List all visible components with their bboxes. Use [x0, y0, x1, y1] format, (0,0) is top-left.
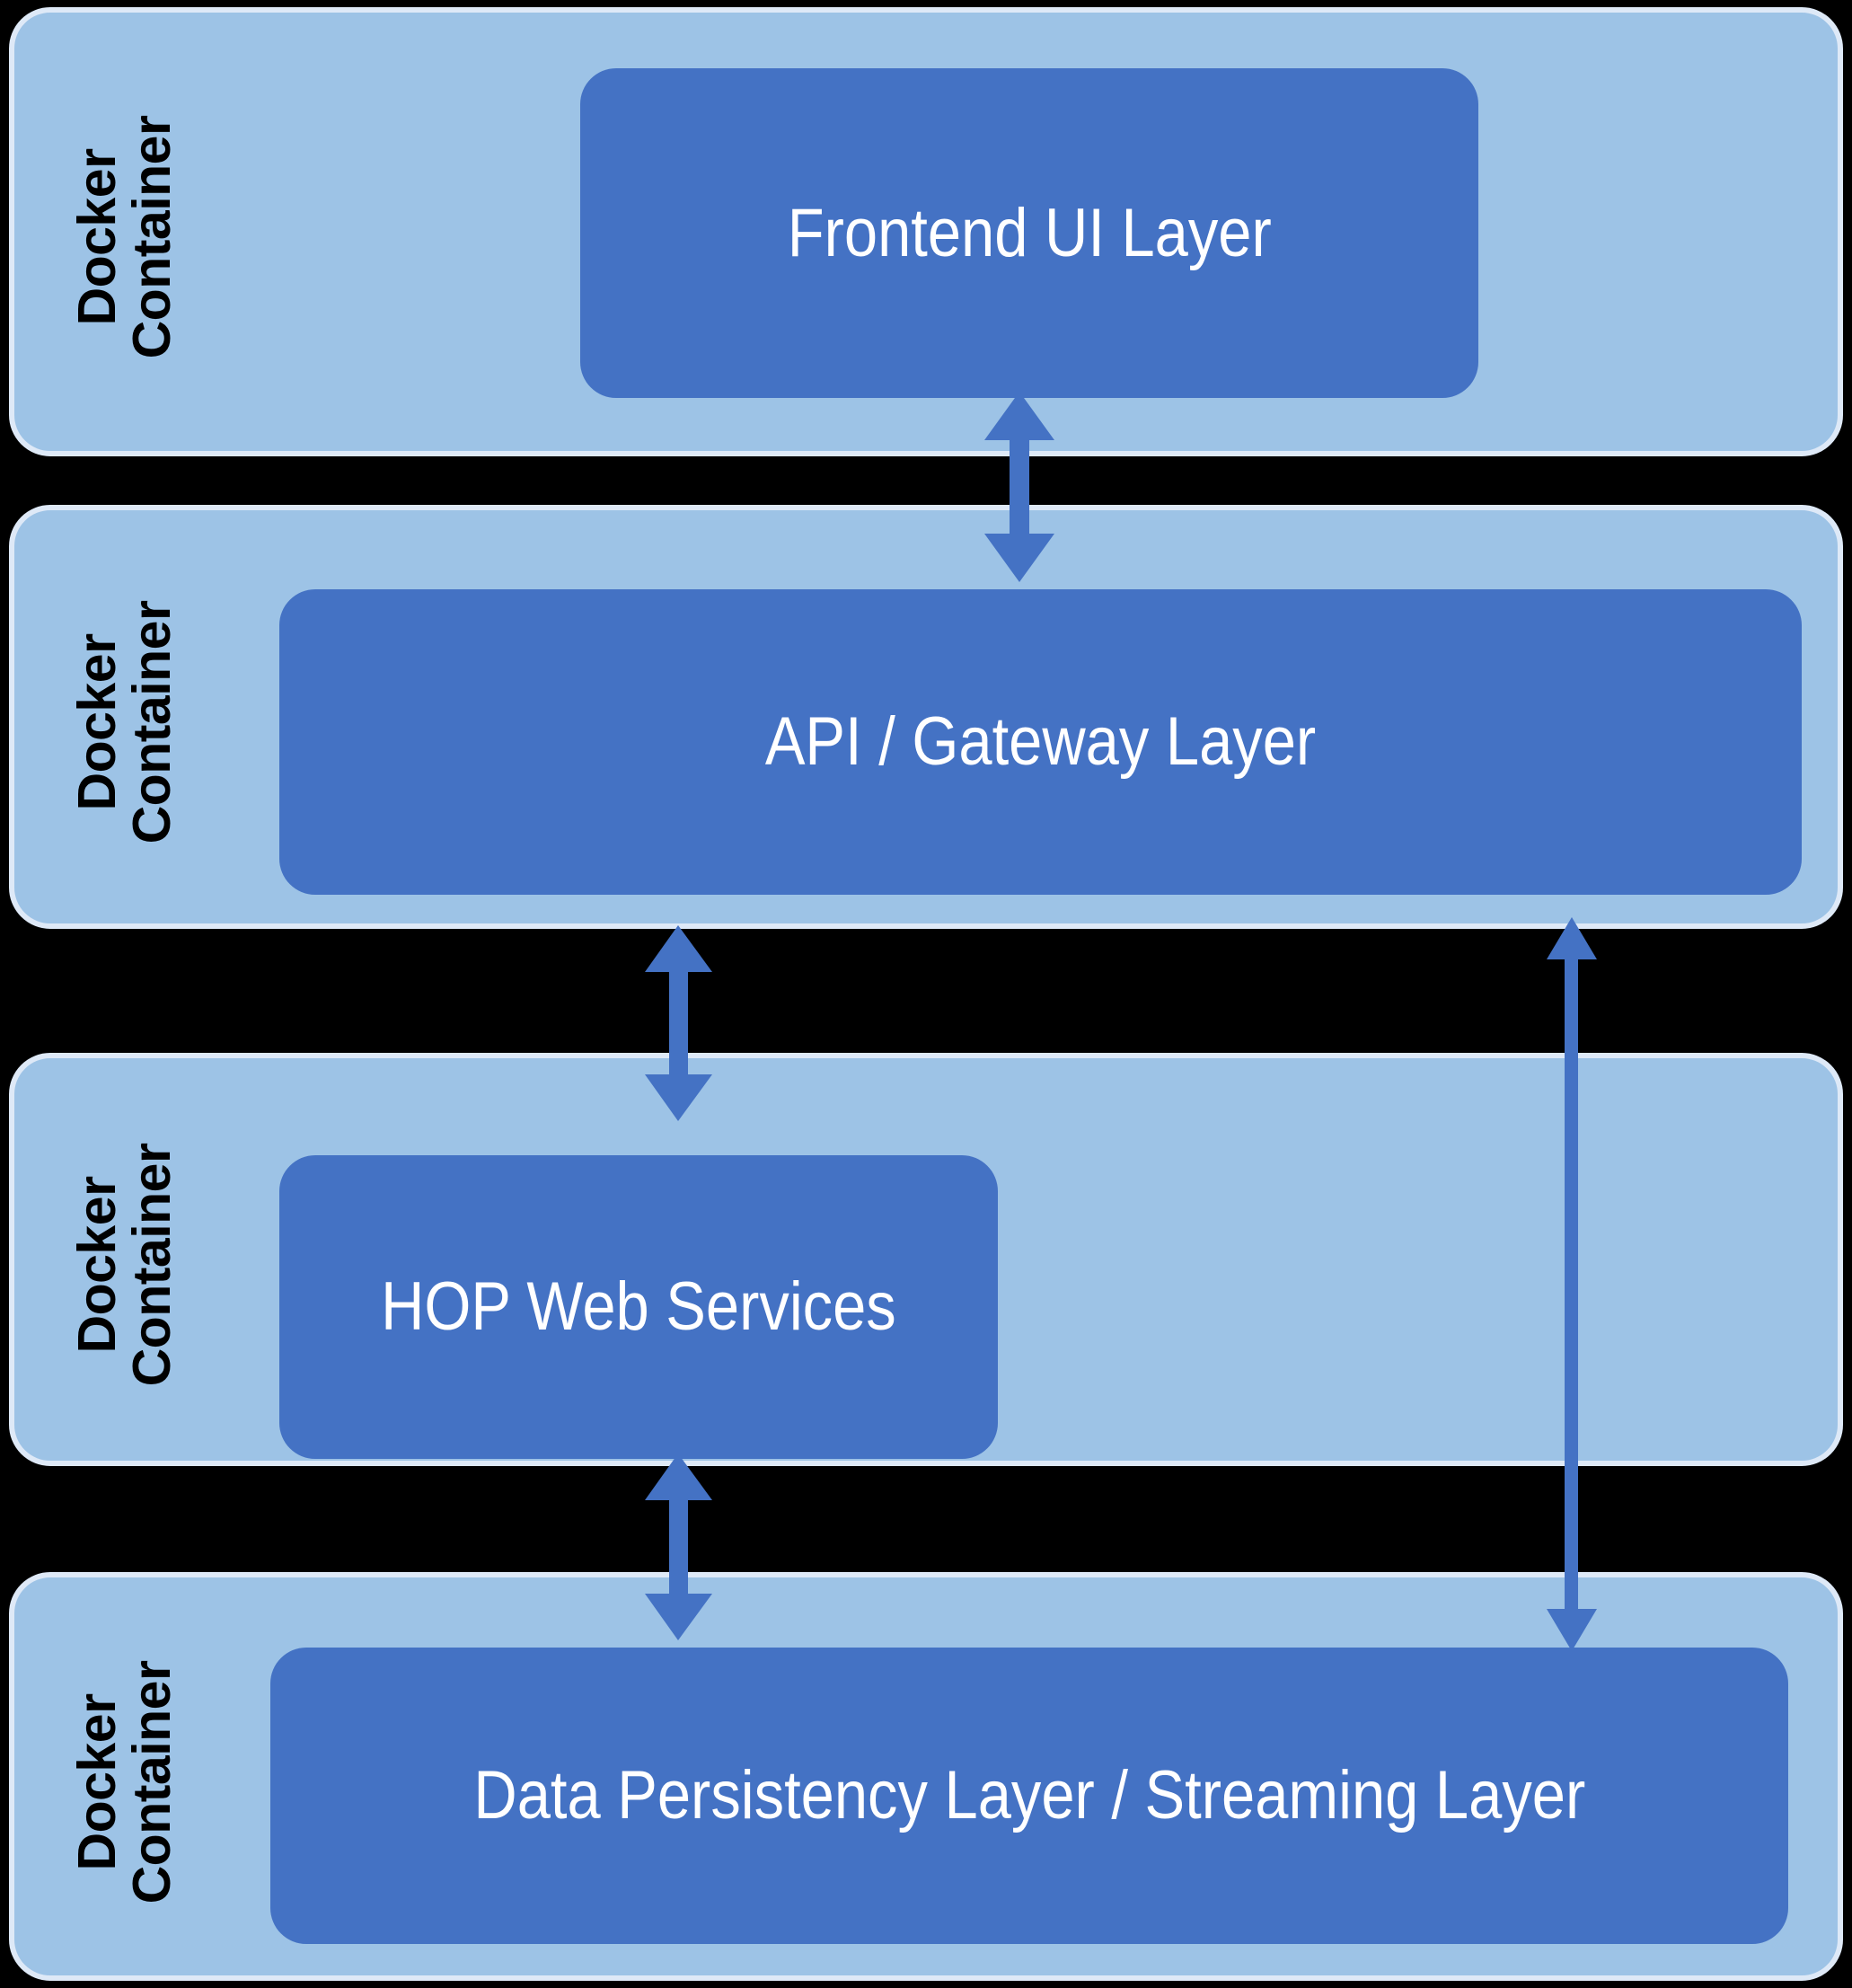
api-gateway-layer-label: API / Gateway Layer [764, 703, 1317, 781]
docker-label-line1: Docker [67, 633, 128, 811]
data-persistency-streaming-layer-box[interactable]: Data Persistency Layer / Streaming Layer [270, 1648, 1788, 1944]
docker-container-2[interactable]: Docker Container API / Gateway Layer [9, 505, 1843, 929]
docker-label-line1: Docker [67, 1692, 128, 1871]
docker-label-line2: Container [122, 115, 181, 359]
docker-container-label-2: Docker Container [57, 510, 192, 934]
docker-container-label-1: Docker Container [57, 13, 192, 462]
docker-label-line1: Docker [67, 148, 128, 326]
docker-container-3[interactable]: Docker Container HOP Web Services [9, 1053, 1843, 1466]
frontend-ui-layer-label: Frontend UI Layer [787, 194, 1272, 271]
docker-label-line1: Docker [67, 1176, 128, 1354]
data-persistency-streaming-layer-label: Data Persistency Layer / Streaming Layer [473, 1757, 1585, 1834]
hop-web-services-box[interactable]: HOP Web Services [279, 1155, 998, 1459]
api-gateway-layer-box[interactable]: API / Gateway Layer [279, 589, 1802, 895]
docker-label-line2: Container [122, 1660, 181, 1904]
docker-container-4[interactable]: Docker Container Data Persistency Layer … [9, 1572, 1843, 1981]
docker-container-1[interactable]: Docker Container Frontend UI Layer [9, 7, 1843, 456]
docker-container-label-3: Docker Container [57, 1058, 192, 1471]
docker-container-label-4: Docker Container [57, 1577, 192, 1986]
docker-label-line2: Container [122, 1143, 181, 1387]
frontend-ui-layer-box[interactable]: Frontend UI Layer [580, 68, 1478, 398]
hop-web-services-label: HOP Web Services [381, 1268, 896, 1346]
docker-label-line2: Container [122, 600, 181, 844]
